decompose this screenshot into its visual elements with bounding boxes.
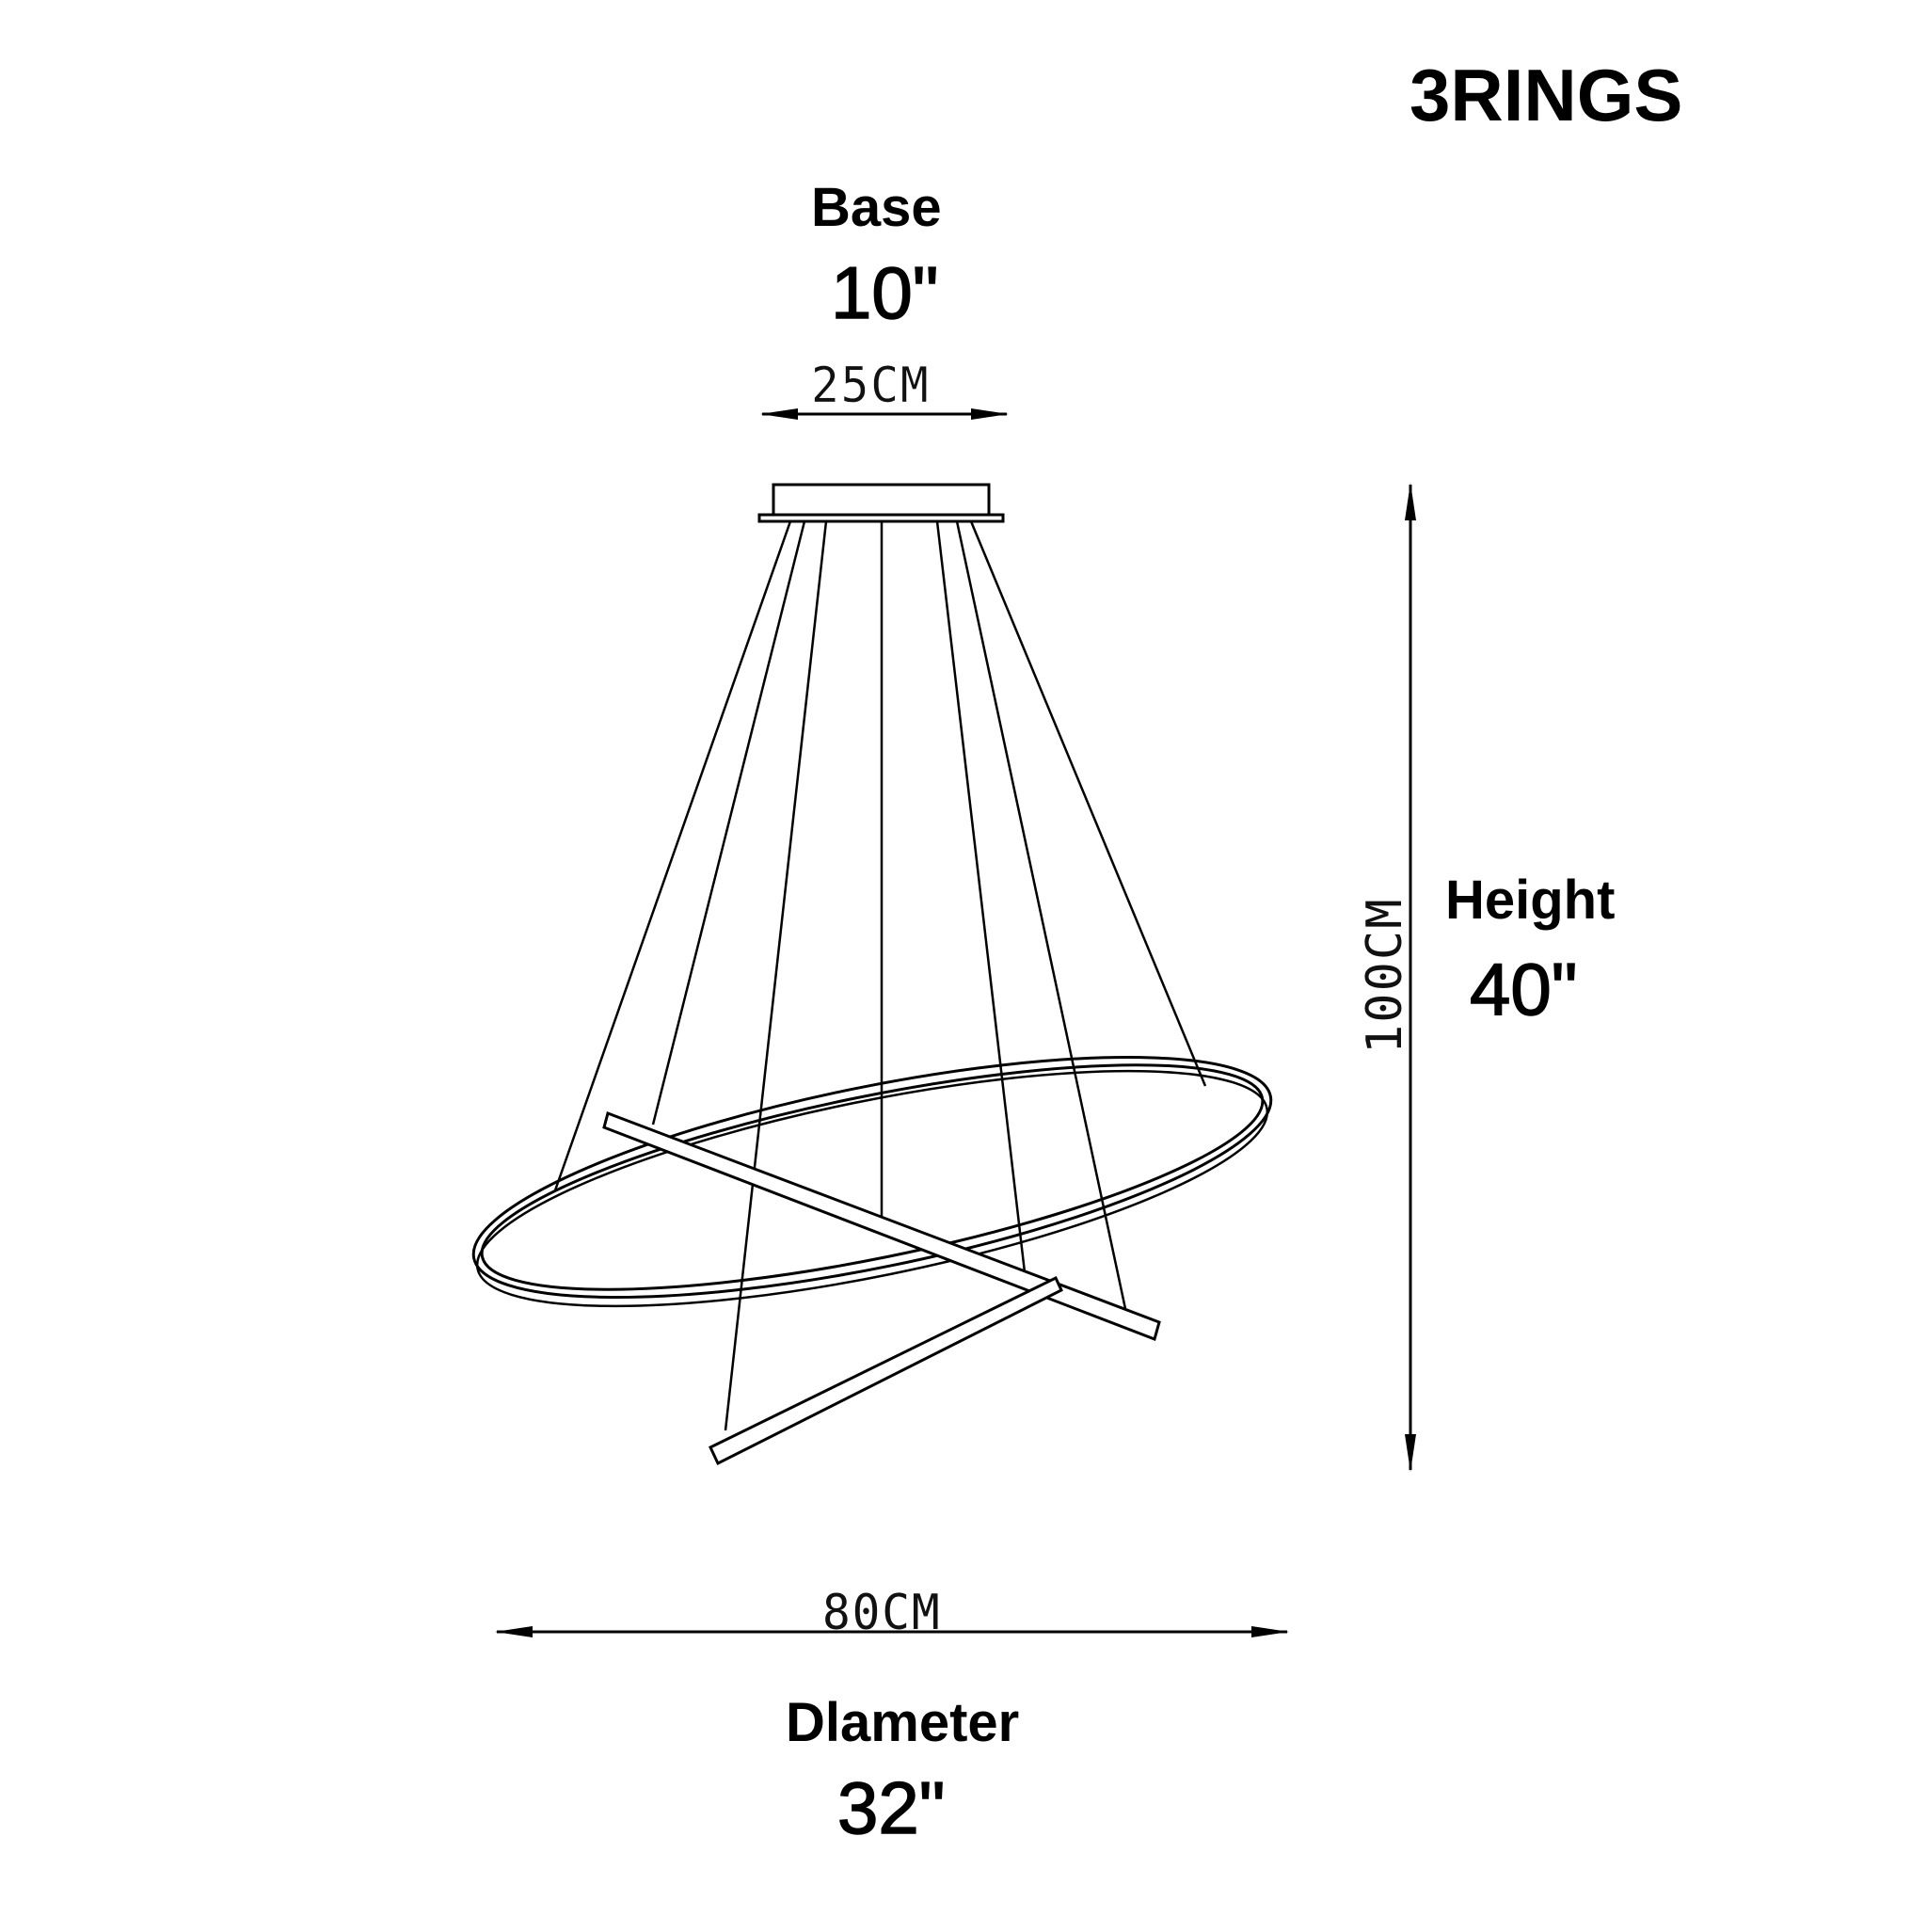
diameter-label: Dlameter bbox=[786, 1692, 1020, 1753]
height-cm-value: 100CM bbox=[1357, 897, 1413, 1054]
large-ring bbox=[471, 1055, 1273, 1308]
product-title: 3RINGS bbox=[1409, 54, 1683, 136]
diameter-cm-value: 80CM bbox=[822, 1585, 942, 1641]
base-label: Base bbox=[811, 177, 942, 238]
middle-ring bbox=[602, 1111, 1161, 1341]
small-ring bbox=[709, 1275, 1063, 1466]
diameter-inches-value: 32" bbox=[836, 1766, 946, 1849]
ceiling-canopy bbox=[757, 483, 1005, 523]
base-cm-value: 25CM bbox=[811, 358, 931, 414]
height-inches-value: 40" bbox=[1469, 948, 1578, 1030]
suspension-wires bbox=[553, 520, 1207, 1431]
base-inches-value: 10" bbox=[830, 251, 939, 334]
height-label: Height bbox=[1445, 870, 1616, 931]
